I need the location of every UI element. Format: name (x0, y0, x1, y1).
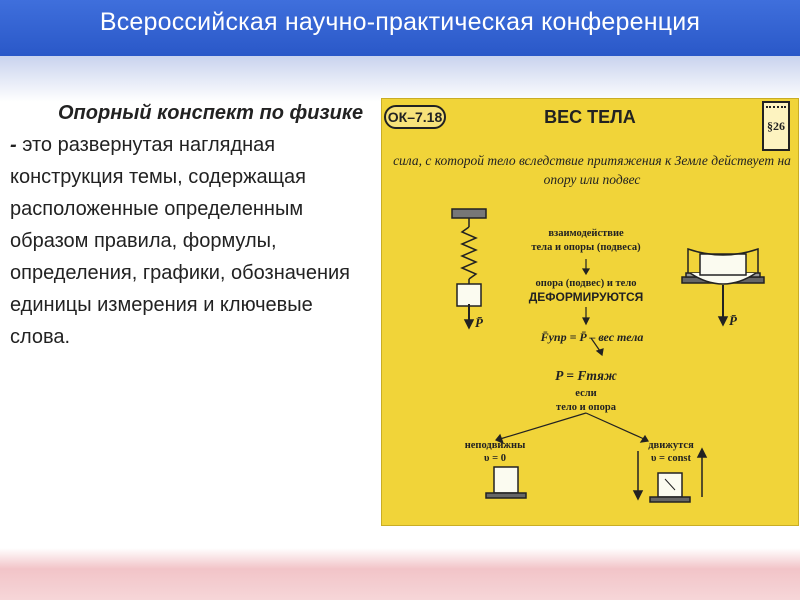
interaction-label-2: тела и опоры (подвеса) (531, 242, 641, 253)
branch-right-condition: υ = const (650, 453, 692, 464)
header-bar: Всероссийская научно-практическая конфер… (0, 0, 800, 56)
lead-separator: - (10, 134, 23, 156)
if-label: если (575, 388, 597, 399)
footer-band (0, 548, 800, 600)
body-support-label: тело и опора (556, 402, 616, 413)
p-vector-label-right: P̄ (729, 313, 737, 328)
flow-arrows (495, 259, 649, 445)
header-shadow (0, 56, 800, 102)
poster-title: ВЕС ТЕЛА (544, 107, 636, 127)
bottom-right-block (632, 447, 708, 503)
paragraph-badge: §26 (762, 101, 790, 151)
branch-left-label: неподвижны (464, 440, 526, 451)
deform-label: ДЕФОРМИРУЮТСЯ (528, 290, 644, 304)
branch-right-label: движутся (648, 440, 694, 451)
reference-note-poster: ОК–7.18 §26 ВЕС ТЕЛА сила, с которой тел… (381, 98, 799, 526)
spring-scale-figure (451, 208, 487, 330)
lead-first-line: Опорный конспект по физике - это разверн… (10, 97, 370, 353)
formula-elastic-weight: F̄упр = P̄ – вес тела (540, 330, 644, 344)
support-figure (681, 247, 765, 327)
lead-text: это развернутая наглядная конструкция те… (10, 134, 351, 348)
support-line-label: опора (подвес) и тело (535, 278, 637, 289)
poster-diagram (451, 208, 765, 503)
lead-term: Опорный конспект по физике (58, 102, 364, 124)
header-title: Всероссийская научно-практическая конфер… (99, 8, 701, 36)
weight-definition: сила, с которой тело вследствие притяжен… (393, 153, 791, 187)
bottom-left-block (485, 466, 527, 499)
p-vector-label-left: P̄ (475, 315, 483, 330)
lead-paragraph: Опорный конспект по физике - это разверн… (10, 97, 370, 353)
branch-left-condition: υ = 0 (484, 453, 506, 464)
code-badge: ОК–7.18 (384, 105, 446, 129)
formula-weight-gravity: P = Fтяж (555, 368, 617, 383)
interaction-label-1: взаимодействие (548, 228, 624, 239)
